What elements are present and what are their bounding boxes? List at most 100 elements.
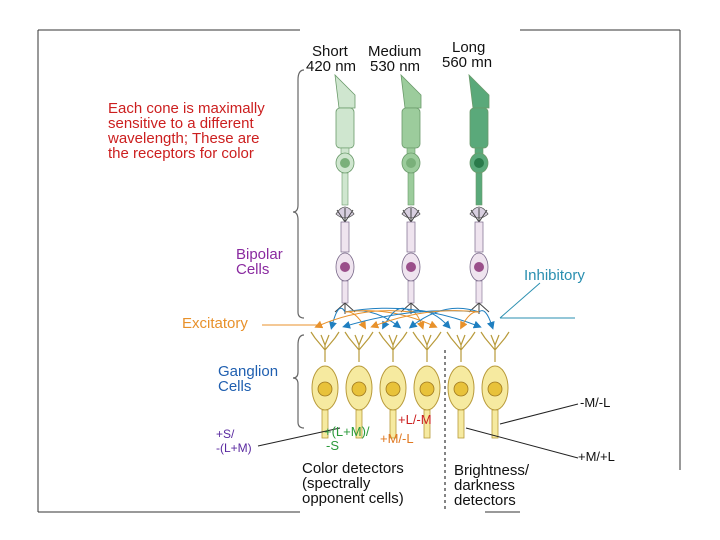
bipolar-nucleus bbox=[474, 262, 484, 272]
ganglion-axon bbox=[355, 409, 363, 439]
label-s-vs-lm-line: +S/ bbox=[216, 427, 235, 441]
inhibitory-connection bbox=[478, 310, 495, 330]
bipolar-dendrites bbox=[470, 208, 488, 223]
brightness-detectors-line: darkness bbox=[454, 477, 515, 494]
cone-note-line: the receptors for color bbox=[108, 145, 254, 162]
cone-note-line: Each cone is maximally bbox=[108, 100, 265, 117]
label-pos-m-l: +M/+L bbox=[578, 449, 615, 464]
ganglion-axon bbox=[491, 409, 499, 439]
bipolar-dendrites bbox=[336, 208, 354, 223]
bipolar-axon bbox=[407, 280, 415, 304]
ganglion-cells bbox=[310, 331, 510, 439]
brightness-detectors-line: detectors bbox=[454, 492, 516, 509]
bipolar-label: Bipolar Cells bbox=[236, 247, 283, 277]
cone-note-line: wavelength; These are bbox=[108, 130, 260, 147]
color-detectors-line: opponent cells) bbox=[302, 490, 404, 507]
bipolar-axon bbox=[475, 280, 483, 304]
ganglion-dendrites bbox=[344, 331, 374, 362]
label-l-vs-m: +L/-M bbox=[398, 412, 432, 427]
bipolar-label-line: Cells bbox=[236, 261, 270, 278]
ganglion-label-line: Ganglion bbox=[218, 363, 279, 380]
cone-nucleus bbox=[406, 158, 416, 168]
cone-wavelength-short: 420 nm bbox=[306, 58, 357, 75]
ganglion-label-line: Cells bbox=[218, 378, 252, 395]
cone-cell-short bbox=[334, 73, 356, 314]
ganglion-nucleus bbox=[487, 381, 503, 397]
bipolar-neck bbox=[340, 221, 350, 253]
cone-outer-segment bbox=[400, 73, 422, 109]
ganglion-cell bbox=[310, 331, 340, 439]
color-detectors-line: Color detectors bbox=[302, 460, 404, 477]
ganglion-dendrites bbox=[480, 331, 510, 362]
cone-axon bbox=[341, 172, 349, 206]
cone-inner-segment bbox=[401, 107, 421, 149]
label-lm-vs-s-line: -S bbox=[326, 438, 339, 453]
ganglion-nucleus bbox=[317, 381, 333, 397]
cone-cell-medium bbox=[400, 73, 422, 314]
label-lm-vs-s-line: +(L+M)/ bbox=[324, 424, 370, 439]
ganglion-dendrites bbox=[378, 331, 408, 362]
cone-wavelength-medium: 530 nm bbox=[370, 58, 421, 75]
page-frame bbox=[37, 29, 681, 513]
bipolar-axon bbox=[341, 280, 349, 304]
brightness-detectors-caption: Brightness/ darkness detectors bbox=[454, 463, 529, 508]
cone-nucleus bbox=[340, 158, 350, 168]
ganglion-dendrites bbox=[446, 331, 476, 362]
cone-nucleus bbox=[474, 158, 484, 168]
cone-label-short: Short 420 nm bbox=[306, 43, 356, 74]
ganglion-nucleus bbox=[385, 381, 401, 397]
bipolar-neck bbox=[474, 221, 484, 253]
ganglion-axon bbox=[321, 409, 329, 439]
ganglion-label: Ganglion Cells bbox=[218, 364, 278, 394]
bipolar-nucleus bbox=[406, 262, 416, 272]
cone-inner-segment bbox=[469, 107, 489, 149]
pointer-lines bbox=[257, 282, 579, 459]
ganglion-cell bbox=[446, 331, 476, 439]
bipolar-neck bbox=[406, 221, 416, 253]
inhibitory-label: Inhibitory bbox=[524, 267, 585, 284]
excitatory-connection bbox=[370, 310, 480, 329]
cone-name-medium: Medium bbox=[368, 43, 422, 60]
brightness-detectors-line: Brightness/ bbox=[454, 462, 530, 479]
bipolar-dendrites bbox=[402, 208, 420, 223]
bipolar-label-line: Bipolar bbox=[236, 246, 283, 263]
inhibitory-connection bbox=[408, 307, 480, 329]
ganglion-nucleus bbox=[351, 381, 367, 397]
cone-outer-segment bbox=[334, 73, 356, 109]
excitatory-label: Excitatory bbox=[182, 315, 248, 332]
color-detectors-line: (spectrally bbox=[302, 475, 371, 492]
cone-label-long: Long 560 mn bbox=[442, 39, 492, 70]
bipolar-nucleus bbox=[340, 262, 350, 272]
cone-label-medium: Medium 530 nm bbox=[368, 44, 421, 74]
ganglion-nucleus bbox=[453, 381, 469, 397]
excitatory-connection bbox=[460, 311, 480, 330]
label-lm-vs-s: +(L+M)/ -S bbox=[324, 425, 370, 453]
cone-name-short: Short bbox=[312, 43, 348, 60]
cone-name-long: Long bbox=[452, 39, 486, 56]
cone-outer-segment bbox=[468, 73, 490, 109]
ganglion-dendrites bbox=[310, 331, 340, 362]
ganglion-axon bbox=[389, 409, 397, 439]
ganglion-axon bbox=[457, 409, 465, 439]
cone-brace bbox=[292, 69, 305, 429]
color-detectors-caption: Color detectors (spectrally opponent cel… bbox=[302, 461, 404, 506]
ganglion-cell bbox=[480, 331, 510, 439]
bipolar-terminal bbox=[468, 302, 490, 314]
cone-cell-long bbox=[468, 73, 490, 314]
cone-cells bbox=[334, 73, 490, 314]
wiring bbox=[314, 307, 575, 330]
cone-inner-segment bbox=[335, 107, 355, 149]
cone-wavelength-long: 560 mn bbox=[442, 54, 493, 71]
ganglion-axon bbox=[423, 409, 431, 439]
excitatory-connection bbox=[344, 310, 438, 329]
cone-note: Each cone is maximally sensitive to a di… bbox=[108, 101, 265, 161]
ganglion-cell bbox=[378, 331, 408, 439]
cone-axon bbox=[407, 172, 415, 206]
cone-axon bbox=[475, 172, 483, 206]
bipolar-terminal bbox=[334, 302, 356, 314]
label-m-vs-l: +M/-L bbox=[380, 431, 414, 446]
inhibitory-connection bbox=[329, 307, 346, 330]
label-s-vs-lm-line: -(L+M) bbox=[216, 441, 252, 455]
cone-note-line: sensitive to a different bbox=[108, 115, 254, 132]
ganglion-dendrites bbox=[412, 331, 442, 362]
